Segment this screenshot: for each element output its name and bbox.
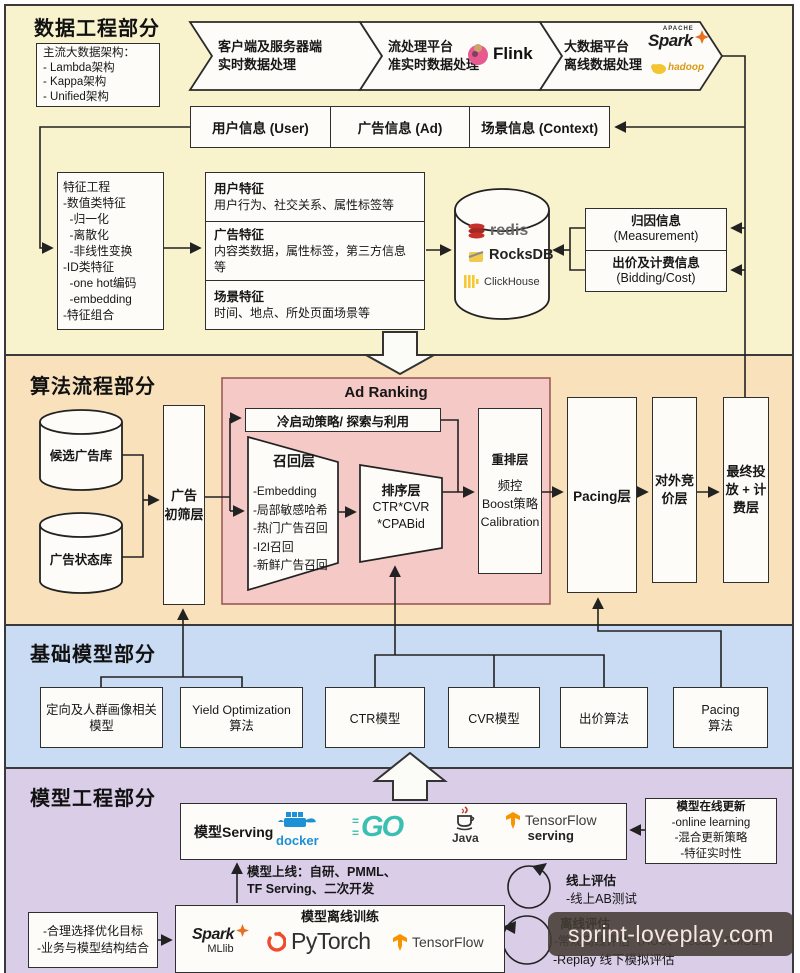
feature-engineering-box: 特征工程 -数值类特征 -归一化 -离散化 -非线性变换 -ID类特征 -one… <box>57 172 164 330</box>
rank-layer-label: 排序层 CTR*CVR *CPABid <box>372 483 430 531</box>
bidding-cost-box: 出价及计费信息 (Bidding/Cost) <box>586 249 726 292</box>
rocksdb-icon <box>468 250 484 262</box>
feature-ad-cell: 广告特征 内容类数据，属性标签，第三方信息等 <box>206 221 424 280</box>
go-speedlines-icon: == <box>352 813 359 841</box>
java-logo: Java <box>452 806 479 845</box>
candidate-ads-db-label: 候选广告库 <box>49 449 113 463</box>
online-eval-note: 线上评估 -线上AB测试 <box>566 874 637 906</box>
rerank-box: 重排层 频控 Boost策略 Calibration <box>478 408 542 574</box>
flow-down-arrow <box>362 331 438 376</box>
spark-logo: APACHE Spark <box>648 26 709 50</box>
architecture-line: - Unified架构 <box>43 90 109 103</box>
objective-box: -合理选择优化目标 -业务与模型结构结合 <box>28 912 158 968</box>
section2-title: 算法流程部分 <box>30 376 156 398</box>
measurement-box: 归因信息 (Measurement) <box>613 214 699 244</box>
flink-logo: Flink <box>466 42 533 66</box>
section1-title: 数据工程部分 <box>34 18 160 40</box>
deploy-note: 模型上线：自研、PMML、 TF Serving、二次开发 <box>247 865 397 896</box>
java-icon <box>457 806 475 831</box>
offline-eval-loop-arrowhead <box>502 921 516 934</box>
recall-layer-title: 召回层 <box>273 453 315 469</box>
offline-eval-loop-icon <box>502 915 552 965</box>
docker-logo: docker <box>276 808 319 848</box>
spark-star-icon <box>694 30 709 45</box>
model-box-ctr: CTR模型 <box>325 687 425 748</box>
rocksdb-logo: RocksDB <box>468 247 553 263</box>
clickhouse-icon <box>464 275 479 288</box>
ad-status-db-cylinder <box>39 512 123 594</box>
info-row: 用户信息 (User) 广告信息 (Ad) 场景信息 (Context) <box>190 106 610 148</box>
architecture-box: 主流大数据架构： - Lambda架构 - Kappa架构 - Unified架… <box>36 43 160 107</box>
flow-up-arrow <box>372 751 448 801</box>
chevron3-label: 大数据平台 离线数据处理 <box>564 39 643 72</box>
chevron-bigdata-platform <box>538 21 724 91</box>
offline-eval-line2: -Replay 线下模拟评估 <box>553 953 675 967</box>
section3-title: 基础模型部分 <box>30 644 156 666</box>
model-serving-label: 模型Serving <box>194 824 274 840</box>
hadoop-elephant-icon <box>651 64 666 74</box>
model-serving-box <box>180 803 627 860</box>
redis-logo: redis <box>468 222 528 240</box>
chevron-banner <box>188 21 724 91</box>
spark-star-icon <box>235 924 249 938</box>
online-update-box: 模型在线更新 -online learning -混合更新策略 -特征实时性 <box>645 798 777 864</box>
connectors <box>39 55 746 946</box>
model-box-pacing-algo: Pacing 算法 <box>673 687 768 748</box>
redis-icon <box>468 223 485 239</box>
tensorflow-logo: TensorFlow <box>392 934 484 951</box>
info-cell-ad: 广告信息 (Ad) <box>329 107 470 147</box>
offline-training-box <box>175 905 505 973</box>
pytorch-logo: PyTorch <box>266 929 371 953</box>
tensorflow-icon <box>393 934 407 951</box>
pytorch-icon <box>267 931 286 952</box>
tensorflow-icon <box>506 812 520 829</box>
online-eval-loop-arrowhead <box>532 863 547 876</box>
architecture-line: - Lambda架构 <box>43 61 115 74</box>
feature-user-cell: 用户特征 用户行为、社交关系、属性标签等 <box>214 182 395 212</box>
external-bidding-box: 对外竞 价层 <box>652 397 697 583</box>
ad-status-db-label: 广告状态库 <box>49 553 113 567</box>
model-box-bidding-algo: 出价算法 <box>560 687 648 748</box>
final-serving-box: 最终投 放 + 计 费层 <box>723 397 769 583</box>
rank-layer-shape <box>359 464 443 564</box>
architecture-line: 主流大数据架构： <box>43 47 135 59</box>
online-eval-loop-icon <box>507 865 551 909</box>
coldstart-bar: 冷启动策略/ 探索与利用 <box>245 408 441 432</box>
go-logo: == GO <box>352 811 404 843</box>
chevron2-label: 流处理平台 准实时数据处理 <box>388 39 480 72</box>
spark-mllib-logo: Spark MLlib <box>192 924 249 955</box>
clickhouse-logo: ClickHouse <box>464 274 540 289</box>
offline-training-title: 模型离线训练 <box>300 909 379 924</box>
info-cell-user: 用户信息 (User) <box>211 121 309 136</box>
model-box-yield-optimization: Yield Optimization 算法 <box>180 687 303 748</box>
info-cell-context: 场景信息 (Context) <box>469 107 609 147</box>
recall-layer-shape <box>247 435 339 592</box>
hadoop-logo: hadoop <box>650 62 704 74</box>
architecture-line: - Kappa架构 <box>43 76 107 88</box>
candidate-ads-db-cylinder <box>39 409 123 491</box>
recall-layer-items: -Embedding -局部敏感哈希 -热门广告召回 -I2I召回 -新鲜广告召… <box>253 484 328 572</box>
chevron1-label: 客户端及服务器端 实时数据处理 <box>218 39 323 72</box>
attribution-info-stack: 归因信息 (Measurement) 出价及计费信息 (Bidding/Cost… <box>585 208 727 292</box>
ad-prefilter-box: 广告 初筛层 <box>163 405 205 605</box>
section4-title: 模型工程部分 <box>30 788 156 810</box>
tensorflow-serving-logo: TensorFlow serving <box>505 812 597 843</box>
feature-stack: 用户特征 用户行为、社交关系、属性标签等 广告特征 内容类数据，属性标签，第三方… <box>205 172 425 330</box>
flink-icon <box>468 44 488 65</box>
feature-context-cell: 场景特征 时间、地点、所处页面场景等 <box>206 280 424 329</box>
model-box-targeting: 定向及人群画像相关 模型 <box>40 687 163 748</box>
watermark: sprint-loveplay.com <box>548 912 794 956</box>
ad-ranking-title: Ad Ranking <box>344 384 428 401</box>
docker-icon <box>278 812 317 827</box>
pacing-layer-box: Pacing层 <box>567 397 637 593</box>
model-box-cvr: CVR模型 <box>448 687 540 748</box>
